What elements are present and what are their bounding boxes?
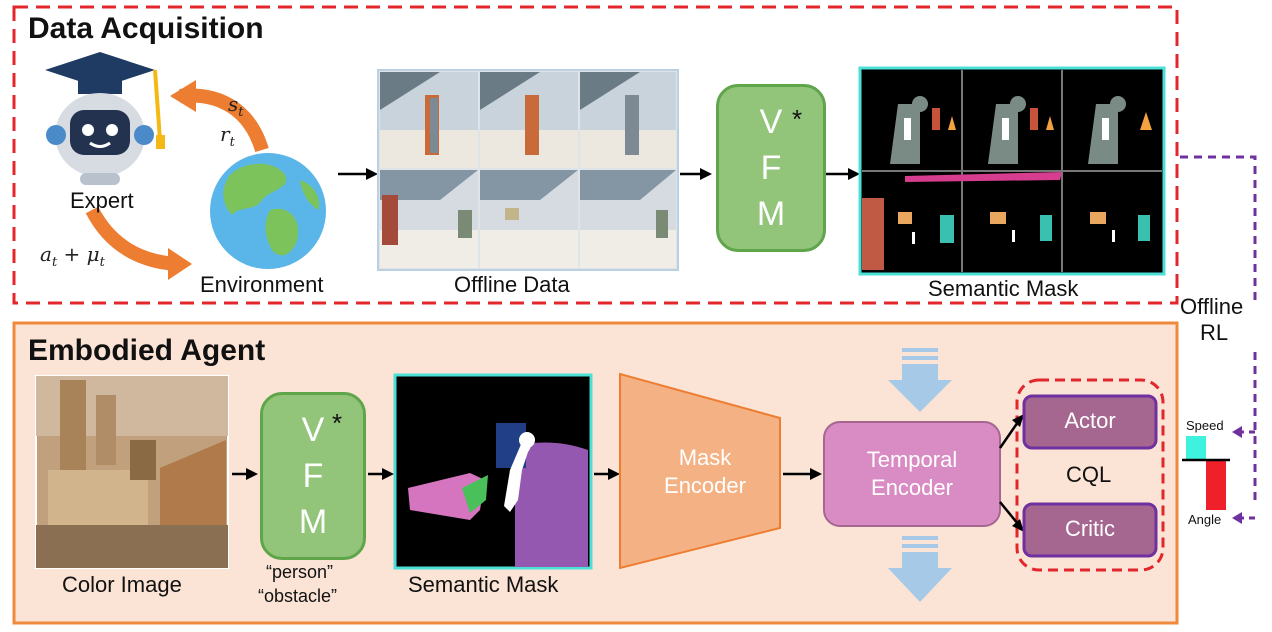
critic-box xyxy=(1022,502,1158,558)
action-arrow xyxy=(85,206,179,271)
output-stream-arrow xyxy=(888,536,952,602)
offline-frame-4 xyxy=(380,170,478,268)
offline-frame-2 xyxy=(480,72,578,168)
input-stream-arrow xyxy=(888,348,952,412)
offline-frame-6 xyxy=(580,170,676,268)
semantic-mask-image xyxy=(393,373,593,570)
offline-frame-1 xyxy=(380,72,478,168)
bottom-semantic-mask-label: Semantic Mask xyxy=(408,572,559,597)
top-vfm-block: V F M xyxy=(716,84,826,252)
expert-label: Expert xyxy=(70,188,134,213)
mask-frame-3 xyxy=(1088,96,1152,164)
actor-label: Actor xyxy=(1064,408,1116,433)
top-vfm-star: * xyxy=(792,104,803,134)
offline-rl-label-1: Offline xyxy=(1180,294,1244,319)
data-acquisition-frame xyxy=(12,5,1179,305)
prompt-obstacle: “obstacle” xyxy=(258,586,338,606)
actor-box xyxy=(1022,394,1158,450)
offline-data-images xyxy=(377,69,679,271)
mask-frame-6 xyxy=(1090,212,1150,242)
data-acquisition-title: Data Acquisition xyxy=(28,12,264,45)
offline-rl-label-2: RL xyxy=(1200,320,1229,345)
angle-bar xyxy=(1206,460,1226,510)
vfm-letter: V xyxy=(759,103,783,141)
embodied-agent-title: Embodied Agent xyxy=(28,334,266,367)
offline-frame-5 xyxy=(480,170,578,268)
color-image xyxy=(35,375,229,569)
environment-label: Environment xyxy=(200,272,324,297)
critic-label: Critic xyxy=(1064,516,1116,541)
temporal-encoder-box xyxy=(823,421,1001,527)
offline-frame-3 xyxy=(580,72,676,168)
mask-frame-5 xyxy=(990,212,1052,242)
vfm-letter: F xyxy=(302,457,324,495)
state-math: st xyxy=(228,92,244,120)
temporal-encoder-line1: Temporal xyxy=(866,447,958,472)
mask-frame-2 xyxy=(988,96,1054,164)
vfm-letter: V xyxy=(301,411,325,449)
expert-robot-icon xyxy=(45,52,165,185)
mask-encoder-label: Mask Encoder xyxy=(640,444,770,500)
cql-label: CQL xyxy=(1066,462,1112,487)
reward-math: rt xyxy=(220,122,235,150)
bottom-vfm-star: * xyxy=(332,408,343,438)
vfm-letter: M xyxy=(756,195,786,233)
mask-encoder-line2: Encoder xyxy=(664,473,746,498)
temporal-encoder-line2: Encoder xyxy=(871,475,953,500)
prompt-person: “person” xyxy=(266,562,334,582)
speed-bar xyxy=(1186,436,1206,460)
mask-frame-4 xyxy=(862,198,954,270)
action-math: at + μt xyxy=(40,242,105,270)
offline-rl-connector xyxy=(1180,155,1257,300)
mask-floor-strip xyxy=(905,172,1062,182)
cql-frame xyxy=(1015,378,1165,572)
vfm-letter: F xyxy=(760,149,782,187)
bottom-vfm-block: V F M xyxy=(260,392,366,560)
mask-encoder-shape xyxy=(619,372,781,570)
vfm-letter: M xyxy=(298,503,328,541)
environment-earth-icon xyxy=(210,153,326,269)
mask-encoder-line1: Mask xyxy=(678,445,732,470)
semantic-mask-grid xyxy=(858,66,1166,276)
offline-data-label: Offline Data xyxy=(454,272,570,297)
speed-label: Speed xyxy=(1186,418,1224,433)
angle-label: Angle xyxy=(1188,512,1222,527)
mask-frame-1 xyxy=(890,96,956,164)
top-semantic-mask-label: Semantic Mask xyxy=(928,276,1079,301)
temporal-encoder-label: Temporal Encoder xyxy=(824,446,1000,502)
color-image-label: Color Image xyxy=(62,572,182,597)
